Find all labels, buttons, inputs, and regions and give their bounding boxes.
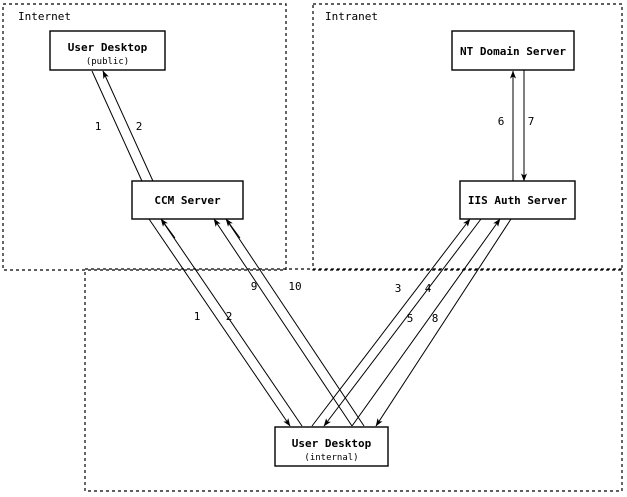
zone-intranet-label: Intranet xyxy=(325,10,378,23)
node-ccm-server-box xyxy=(131,180,244,220)
flow-line-1-internal xyxy=(148,218,291,427)
edge-label-10: 10 xyxy=(288,280,301,293)
node-nt-domain-server-title: NT Domain Server xyxy=(460,45,566,58)
edge-label-9: 9 xyxy=(251,280,258,293)
edge-label-2-public: 2 xyxy=(136,120,143,133)
flow-line-9 xyxy=(213,218,353,427)
zone-intranet-boundary xyxy=(312,3,623,271)
node-user-desktop-internal-title: User Desktop xyxy=(292,437,372,450)
flow-line-8 xyxy=(375,218,512,427)
node-nt-domain-server[interactable]: NT Domain Server xyxy=(451,30,575,71)
flow-line-5 xyxy=(351,218,501,427)
node-iis-auth-server-box xyxy=(459,180,576,220)
node-user-desktop-internal-box xyxy=(274,426,389,467)
edge-label-3: 3 xyxy=(395,282,402,295)
node-user-desktop-internal[interactable]: User Desktop (internal) xyxy=(274,426,389,467)
edge-label-5: 5 xyxy=(407,312,414,325)
edge-label-1-public: 1 xyxy=(95,120,102,133)
node-nt-domain-server-box xyxy=(451,30,575,71)
flow-arrow-10-head xyxy=(225,218,241,239)
flow-line-4 xyxy=(323,218,482,427)
edge-label-4: 4 xyxy=(425,282,432,295)
edge-label-8: 8 xyxy=(432,312,439,325)
node-iis-auth-server-title: IIS Auth Server xyxy=(468,194,568,207)
node-user-desktop-public[interactable]: User Desktop (public) xyxy=(49,30,166,71)
edge-label-1-internal: 1 xyxy=(194,310,201,323)
zone-internal-lan-boundary xyxy=(84,268,623,492)
node-user-desktop-public-title: User Desktop xyxy=(68,41,148,54)
zone-internet-label: Internet xyxy=(18,10,71,23)
flow-line-2-internal xyxy=(160,218,303,427)
node-iis-auth-server[interactable]: IIS Auth Server xyxy=(459,180,576,220)
node-ccm-server[interactable]: CCM Server xyxy=(131,180,244,220)
flow-arrow-2-internal-head xyxy=(160,218,176,239)
node-user-desktop-public-box xyxy=(49,30,166,71)
edge-label-2-internal: 2 xyxy=(226,310,233,323)
node-user-desktop-internal-subtitle: (internal) xyxy=(304,453,358,463)
node-ccm-server-title: CCM Server xyxy=(154,194,221,207)
node-user-desktop-public-subtitle: (public) xyxy=(86,57,129,67)
edge-label-6: 6 xyxy=(498,115,505,128)
flow-line-3 xyxy=(311,218,471,427)
flow-line-10 xyxy=(225,218,365,427)
edge-label-7: 7 xyxy=(528,115,535,128)
zone-internet-boundary xyxy=(2,3,287,271)
